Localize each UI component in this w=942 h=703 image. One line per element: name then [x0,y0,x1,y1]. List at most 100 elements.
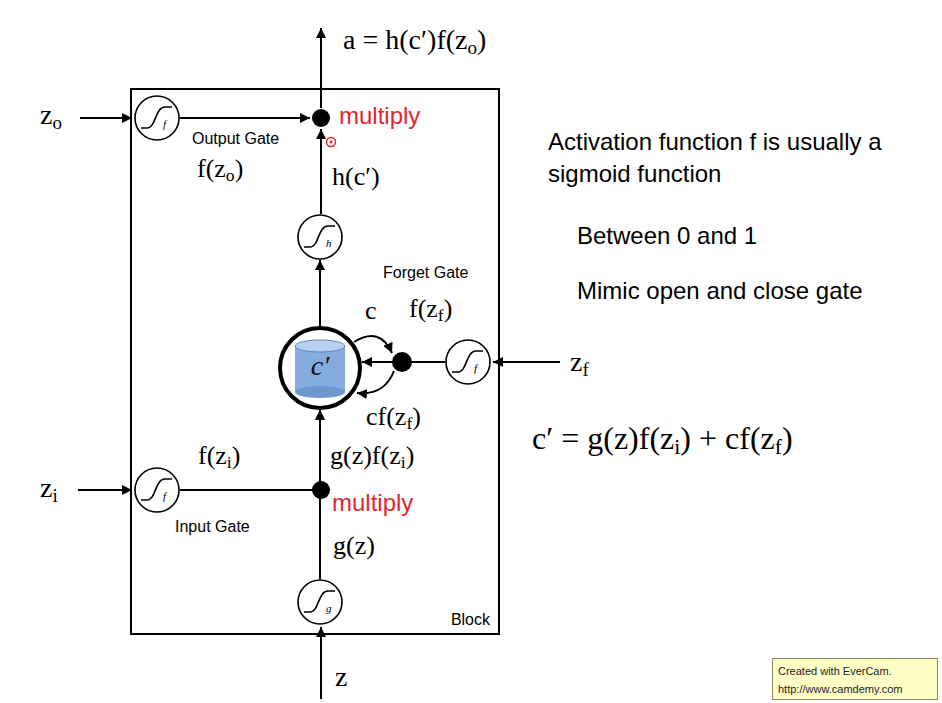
text-run: cf(z [366,402,406,431]
sigmoid-circle [297,579,343,625]
cell-formula: c′ = g(z)f(zi) + cf(zf) [532,420,793,457]
gate-outline [446,340,490,384]
text-run: Activation function f is usually a sigmo… [548,128,882,187]
text-run: f(z [197,154,226,183]
z-input-arrow [320,627,322,699]
gate-name: Forget Gate [383,264,468,282]
h-activation: h [297,214,343,260]
sigmoid-circle [134,95,180,141]
sigmoid-circle [134,467,180,513]
note-text: Between 0 and 1 [577,222,757,250]
sigmoid-curve [452,351,483,372]
cylinder-base [295,386,345,398]
text-run: ) [232,441,241,470]
text-run: a = h(c′)f(z [343,24,468,55]
gate-outline [135,468,179,512]
sigmoid-curve [141,107,172,128]
text-run: Between 0 and 1 [577,222,757,249]
node-text: c′ [278,350,362,382]
node-text: f [474,362,477,374]
text-run: g(z) [333,531,375,560]
sigmoid-curve [141,479,172,500]
text-run: Mimic open and close gate [577,277,863,304]
gate-name: Input Gate [175,518,250,536]
signal-connector [362,361,445,363]
zf-input-arrow [493,361,560,363]
text-run: ) [412,402,421,431]
text-run: ) [406,441,415,470]
signal-value: g(z)f(zi) [330,441,414,471]
zo-input-arrow [80,117,132,119]
text-run: multiply [332,489,413,516]
signal-value: h(c′) [332,162,380,192]
node-text: f [163,490,166,502]
gate-outline [135,96,179,140]
note-text: Activation function f is usually a sigmo… [548,126,928,191]
text-run: z [40,99,52,130]
gate-value: f(zi) [198,441,240,471]
output-formula: a = h(c′)f(zo) [343,24,486,56]
subscript: o [226,165,235,185]
text-run: ) + cf(z [680,420,774,456]
text-run: ) [444,294,453,323]
output-gate-wire [180,117,310,119]
subscript: i [674,435,680,459]
forget-gate-sigmoid: f [445,339,491,385]
text-run: c [365,296,377,325]
gate-outline [298,580,342,624]
text-run: f(z [198,441,227,470]
cursor-dot [330,141,333,144]
text-run: c′ = g(z)f(z [532,420,674,456]
text-run: g(z)f(z [330,441,401,470]
text-run: multiply [339,102,420,129]
text-run: ) [782,420,793,456]
node-text: h [326,237,332,249]
multiply-note: multiply [339,102,420,130]
subscript: f [775,435,782,459]
g-activation: g [297,579,343,625]
cursor-mark [327,138,336,147]
text-run: z [570,346,582,377]
signal-name: zo [40,99,62,131]
output-arrow [320,28,322,108]
multiply-dot [312,109,330,127]
memory-back-arc [357,371,394,393]
gate-outline [298,215,342,259]
text-run: Output Gate [192,130,279,147]
sigmoid-circle [297,214,343,260]
subscript: o [52,112,62,133]
text-run: z [335,661,347,692]
node-text: f [163,118,166,130]
lstm-block: Block f h c′ f f g [130,88,500,635]
memory-cell: c′ [278,326,362,410]
subscript: f [406,413,412,433]
memory-out-arc [354,336,392,353]
watermark-text: Created with EverCam. http://www.camdemy… [778,665,903,695]
signal-value: c [365,296,377,326]
signal-name: z [335,661,347,693]
subscript: i [401,452,406,472]
text-run: Forget Gate [383,264,468,281]
node-text: g [326,602,332,614]
signal-connector [180,410,320,490]
text-run: h(c′) [332,162,380,191]
input-gate-sigmoid: f [134,467,180,513]
subscript: i [52,485,57,506]
subscript: o [468,37,478,58]
signal-name: zi [40,472,58,504]
subscript: f [582,359,588,380]
gate-value: f(zo) [197,154,243,184]
watermark-box: Created with EverCam. http://www.camdemy… [772,658,938,700]
text-run: ) [477,24,486,55]
zi-input-arrow [78,489,132,491]
subscript: i [227,452,232,472]
sigmoid-circle [445,339,491,385]
signal-connector [319,260,321,326]
text-run: Input Gate [175,518,250,535]
block-name: Block [451,611,490,629]
gate-value: f(zf) [409,294,452,324]
drawing-part [78,28,560,699]
